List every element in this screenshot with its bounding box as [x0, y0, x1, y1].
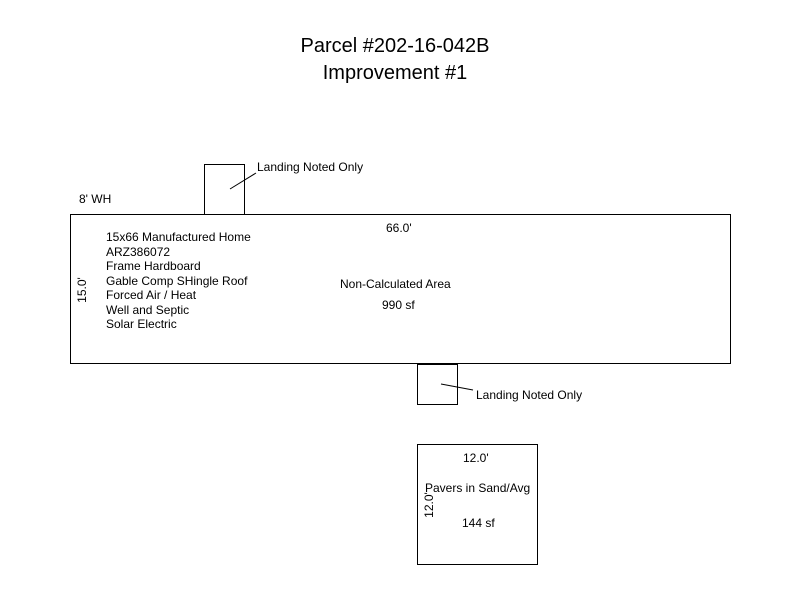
description-line: ARZ386072 — [106, 244, 171, 259]
wall-height-label: 8' WH — [79, 192, 112, 206]
description-line: Solar Electric — [106, 317, 177, 331]
top-landing-leader — [229, 172, 257, 190]
main-building-description: 15x66 Manufactured Home ARZ386072 Frame … — [106, 230, 251, 332]
main-building-area: 990 sf — [382, 298, 415, 312]
description-line: Forced Air / Heat — [106, 288, 197, 302]
main-building-box — [70, 214, 731, 364]
main-building-width-label: 66.0' — [386, 221, 412, 235]
improvement-title: Improvement #1 — [322, 62, 468, 84]
bottom-landing-box — [417, 364, 458, 405]
description-line: Frame Hardboard — [106, 259, 201, 273]
bottom-landing-label: Landing Noted Only — [476, 388, 583, 402]
description-line: Gable Comp SHingle Roof — [106, 273, 248, 288]
description-line: 15x66 Manufactured Home — [106, 230, 251, 244]
pavers-label: Pavers in Sand/Avg — [425, 481, 531, 495]
parcel-title: Parcel #202-16-042B — [300, 35, 490, 57]
main-building-area-type: Non-Calculated Area — [340, 277, 451, 291]
bottom-landing-leader — [440, 383, 474, 391]
pavers-area: 144 sf — [462, 516, 495, 530]
pavers-box — [417, 444, 538, 565]
description-line: Well and Septic — [106, 302, 190, 317]
top-landing-label: Landing Noted Only — [257, 160, 364, 174]
pavers-width-label: 12.0' — [463, 451, 489, 465]
